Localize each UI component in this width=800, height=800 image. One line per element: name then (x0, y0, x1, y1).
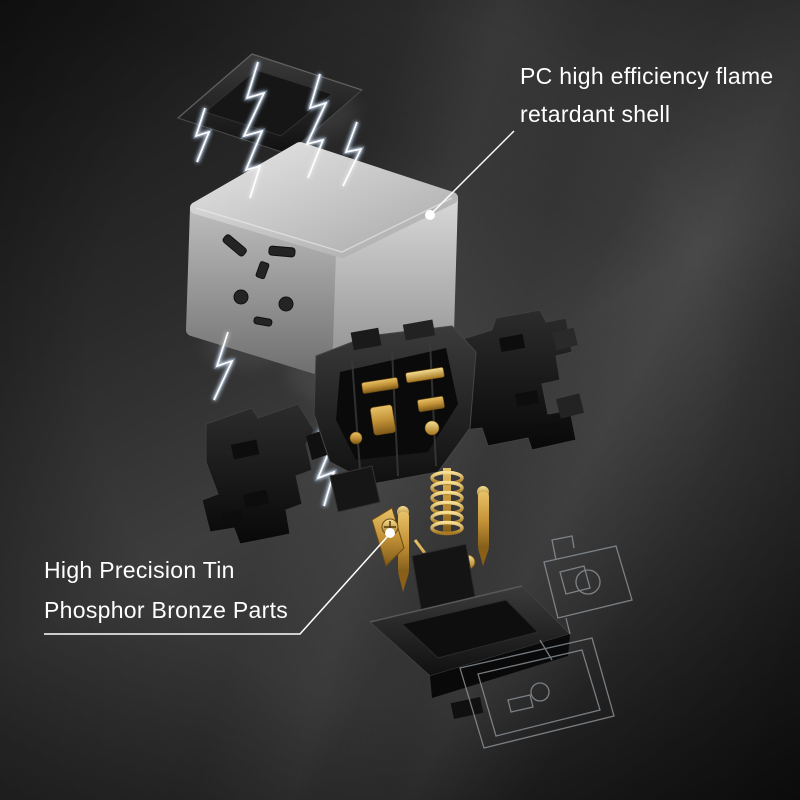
smoke-haze (204, 86, 438, 406)
lightning-arc-effect (194, 60, 432, 508)
callout-dot-bronze (385, 528, 395, 538)
callout-dot-shell (425, 210, 435, 220)
socket-core-mechanism (201, 309, 585, 545)
callout-leader-shell (425, 130, 515, 220)
tin-phosphor-bronze-contacts (371, 468, 489, 593)
top-cover-plate (177, 53, 363, 155)
wireframe-outline-parts (459, 535, 633, 749)
internal-brass-contacts (349, 367, 445, 445)
callout-shell-line1: PC high efficiency flame (520, 63, 774, 89)
socket-holes (222, 234, 296, 327)
callout-bronze-line1: High Precision Tin (44, 557, 235, 583)
callout-shell-line2: retardant shell (520, 101, 671, 127)
base-mount-plate (368, 543, 571, 719)
callout-bronze-line2: Phosphor Bronze Parts (44, 597, 289, 623)
lightning-arc-core (195, 61, 431, 507)
callout-bronze: High Precision Tin Phosphor Bronze Parts (44, 550, 288, 630)
flame-retardant-shell (186, 142, 458, 381)
callout-shell: PC high efficiency flame retardant shell (520, 57, 774, 133)
